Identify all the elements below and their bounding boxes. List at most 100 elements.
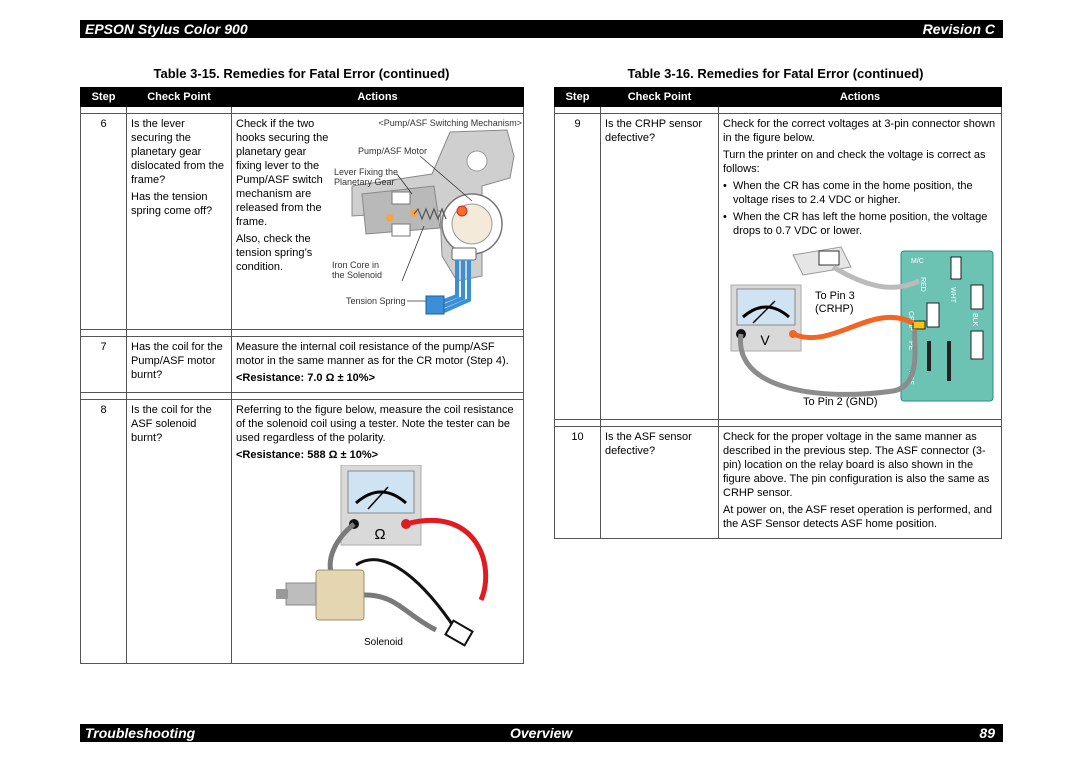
- step-number: 9: [554, 113, 601, 420]
- revision-label: Revision C: [922, 21, 995, 37]
- plunger-tip: [276, 589, 288, 599]
- check-point-text: Is the CRHP sensor defective?: [600, 113, 719, 420]
- column-header-check-point: Check Point: [600, 87, 719, 107]
- figure-label-iron-core: the Solenoid: [332, 270, 382, 280]
- left-remedies-table: Step Check Point Actions 6 Is the lever …: [80, 87, 524, 664]
- column-header-step: Step: [554, 87, 601, 107]
- table-row: 6 Is the lever securing the planetary ge…: [80, 113, 524, 330]
- right-table-caption: Table 3-16. Remedies for Fatal Error (co…: [627, 66, 924, 81]
- orange-lead: [792, 314, 915, 341]
- step-number: 8: [80, 399, 127, 664]
- leader-line: [401, 225, 425, 282]
- leader-line: [396, 173, 413, 195]
- tension-spring: [413, 207, 447, 221]
- actions-cell: Measure the internal coil resistance of …: [231, 336, 524, 393]
- actions-cell: Check for the proper voltage in the same…: [718, 426, 1002, 539]
- action-text: Check for the correct voltages at 3-pin …: [723, 118, 996, 144]
- footer-bar: Troubleshooting Overview 89: [80, 724, 1003, 742]
- board-component: [970, 330, 984, 360]
- figure-title: <Pump/ASF Switching Mechanism>: [378, 118, 522, 128]
- hook-lower: [391, 223, 411, 237]
- voltage-bullet: • When the CR has left the home position…: [723, 211, 988, 237]
- table-header-row: Step Check Point Actions: [80, 87, 524, 107]
- table-row: 9 Is the CRHP sensor defective? Check fo…: [554, 113, 1002, 420]
- action-text: Turn the printer on and check the voltag…: [723, 149, 986, 175]
- label-to-pin-3: To Pin 3: [815, 290, 855, 302]
- board-component: [926, 302, 940, 328]
- label-crhp: (CRHP): [815, 303, 854, 315]
- check-point-cell: Is the lever securing the planetary gear…: [126, 113, 232, 330]
- sensor-connector: [818, 250, 840, 266]
- gray-lead: [738, 328, 918, 397]
- right-remedies-table: Step Check Point Actions 9 Is the CRHP s…: [554, 87, 1002, 539]
- solenoid-plunger: [285, 582, 317, 606]
- board-component: [947, 341, 951, 381]
- subsection-name: Overview: [510, 725, 573, 741]
- action-text: Referring to the figure below, measure t…: [236, 404, 514, 444]
- board-label-wht: WHT: [949, 287, 956, 304]
- label-to-pin-2-gnd: To Pin 2 (GND): [803, 396, 878, 408]
- gray-lead: [327, 522, 438, 633]
- figure-label-iron-core: Iron Core in: [332, 260, 379, 270]
- solenoid-connector: [444, 619, 474, 647]
- actions-cell: Referring to the figure below, measure t…: [231, 399, 524, 664]
- table-row: 7 Has the coil for the Pump/ASF motor bu…: [80, 336, 524, 393]
- figure-label-motor: Pump/ASF Motor: [358, 146, 427, 156]
- hook-marker: [386, 214, 394, 222]
- lever-plate: [361, 185, 441, 235]
- voltage-bullet: • When the CR has come in the home posit…: [723, 180, 973, 206]
- figure-label-solenoid: Solenoid: [364, 637, 403, 648]
- crhp-voltage-test-figure: M/C RED WHT BLK CRHP PE ASF: [730, 246, 994, 408]
- column-header-actions: Actions: [718, 87, 1002, 107]
- figure-label-lever: Lever Fixing the: [334, 167, 398, 177]
- board-component: [970, 284, 984, 310]
- check-point-text: Has the coil for the Pump/ASF motor burn…: [126, 336, 232, 393]
- volt-symbol: V: [760, 332, 770, 348]
- wire-harness: [443, 260, 471, 313]
- resistance-spec: <Resistance: 588 Ω ± 10%>: [236, 449, 379, 461]
- dial-scale: [355, 490, 407, 505]
- board-label-red: RED: [919, 277, 926, 292]
- solenoid-test-figure: Ω Solenoid: [276, 464, 489, 648]
- check-point-text: Is the ASF sensor defective?: [600, 426, 719, 539]
- table-row: 8 Is the coil for the ASF solenoid burnt…: [80, 399, 524, 664]
- action-text: Check if the two hooks securing the plan…: [236, 118, 329, 228]
- figure-label-tension-spring: Tension Spring: [346, 296, 406, 306]
- table-row: 10 Is the ASF sensor defective? Check fo…: [554, 426, 1002, 539]
- solenoid-body: [315, 569, 365, 621]
- motor-connector: [451, 247, 477, 261]
- harness-connector: [425, 295, 445, 315]
- crhp-connector: [912, 320, 926, 330]
- page-number: 89: [979, 725, 995, 741]
- header-bar: EPSON Stylus Color 900 Revision C: [80, 20, 1003, 38]
- document-title: EPSON Stylus Color 900: [85, 21, 248, 37]
- board-label-blk: BLK: [971, 313, 978, 327]
- dial-needle: [367, 486, 389, 510]
- action-text: Measure the internal coil resistance of …: [236, 341, 509, 367]
- board-label-mc: M/C: [911, 258, 924, 265]
- table-header-row: Step Check Point Actions: [554, 87, 1002, 107]
- dial-scale: [742, 305, 790, 319]
- board-label-pe: PE: [907, 341, 914, 351]
- column-header-actions: Actions: [231, 87, 524, 107]
- actions-cell: Check for the correct voltages at 3-pin …: [718, 113, 1002, 420]
- left-table-caption: Table 3-15. Remedies for Fatal Error (co…: [153, 66, 450, 81]
- board-component: [950, 256, 962, 280]
- check-point-text: Has the tension spring come off?: [131, 191, 213, 217]
- relay-board: [900, 250, 994, 402]
- sensor-cable: [831, 264, 921, 290]
- hook-marker: [456, 205, 468, 217]
- action-text: At power on, the ASF reset operation is …: [723, 504, 993, 530]
- leader-line: [419, 155, 473, 202]
- step-number: 7: [80, 336, 127, 393]
- board-component: [927, 341, 931, 371]
- ohm-symbol: Ω: [374, 526, 385, 543]
- figure-label-lever: Planetary Gear: [334, 177, 395, 187]
- resistance-spec: <Resistance: 7.0 Ω ± 10%>: [236, 372, 375, 384]
- section-name: Troubleshooting: [85, 725, 196, 741]
- pump-asf-switching-mechanism-figure: <Pump/ASF Switching Mechanism>: [332, 118, 522, 315]
- gear-hole: [466, 150, 488, 172]
- action-text: Check for the proper voltage in the same…: [723, 431, 990, 499]
- check-point-text: Is the coil for the ASF solenoid burnt?: [126, 399, 232, 664]
- dial-needle: [752, 300, 776, 324]
